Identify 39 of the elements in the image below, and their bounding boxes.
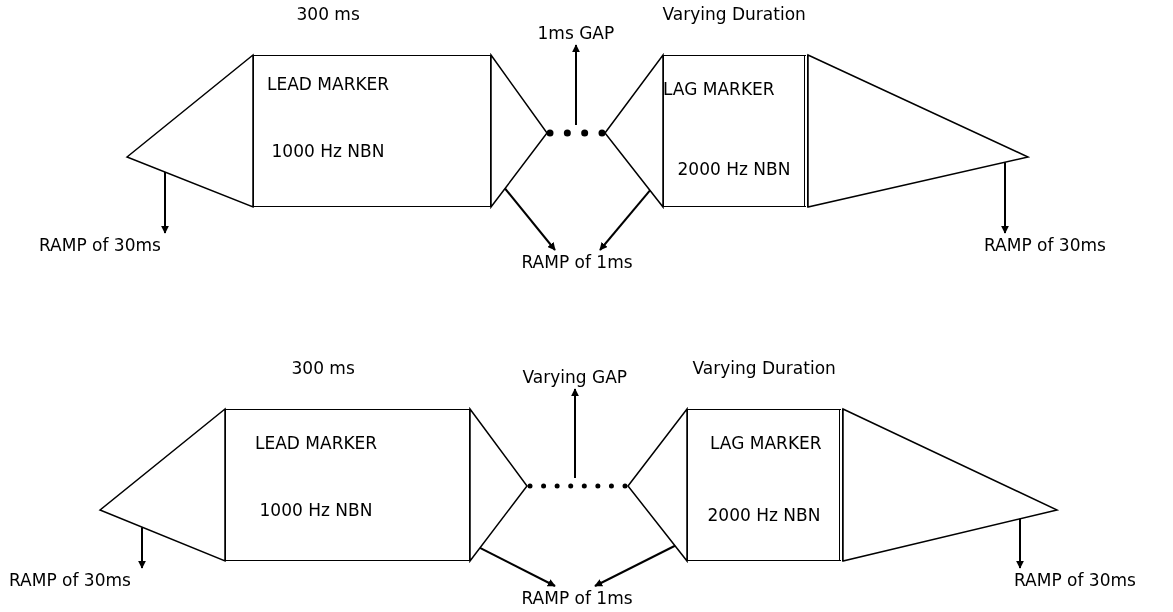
ramp-triangle — [127, 55, 253, 207]
marker-label: LEAD MARKER — [267, 74, 390, 94]
marker-label: LAG MARKER — [663, 79, 775, 99]
annotation-label: Varying GAP — [522, 367, 628, 387]
ramp-triangle — [843, 409, 1057, 561]
annotation-label: RAMP of 1ms — [521, 588, 633, 608]
arrow — [1001, 161, 1009, 234]
ramp-triangle — [605, 55, 663, 207]
duration-label: 300 ms — [296, 4, 360, 24]
marker-label: 2000 Hz NBN — [707, 505, 821, 525]
annotation-label: RAMP of 30ms — [1014, 570, 1136, 590]
arrow — [599, 189, 651, 251]
duration-label: Varying Duration — [662, 4, 806, 24]
arrow — [571, 388, 579, 479]
gap-dots — [547, 127, 605, 139]
ramp-triangle — [100, 409, 225, 561]
ramp-triangle — [491, 55, 547, 207]
ramp-triangle — [808, 55, 1028, 207]
duration-label: Varying Duration — [692, 358, 836, 378]
arrow — [479, 546, 556, 587]
arrow — [1016, 517, 1024, 569]
arrow — [138, 526, 146, 569]
annotation-label: RAMP of 30ms — [9, 570, 131, 590]
arrow — [572, 44, 580, 126]
ramp-triangle — [470, 409, 527, 561]
marker-label: 1000 Hz NBN — [259, 500, 373, 520]
ramp-triangle — [628, 409, 687, 561]
annotation-label: RAMP of 30ms — [984, 235, 1106, 255]
arrow — [161, 171, 169, 234]
duration-label: 300 ms — [291, 358, 355, 378]
marker-label: 1000 Hz NBN — [271, 141, 385, 161]
arrow — [504, 187, 556, 251]
arrow — [594, 544, 676, 587]
annotation-label: 1ms GAP — [537, 23, 615, 43]
marker-label: LEAD MARKER — [255, 433, 378, 453]
marker-label: LAG MARKER — [710, 433, 822, 453]
marker-label: 2000 Hz NBN — [677, 159, 791, 179]
annotation-label: RAMP of 1ms — [521, 252, 633, 272]
annotation-label: RAMP of 30ms — [39, 235, 161, 255]
